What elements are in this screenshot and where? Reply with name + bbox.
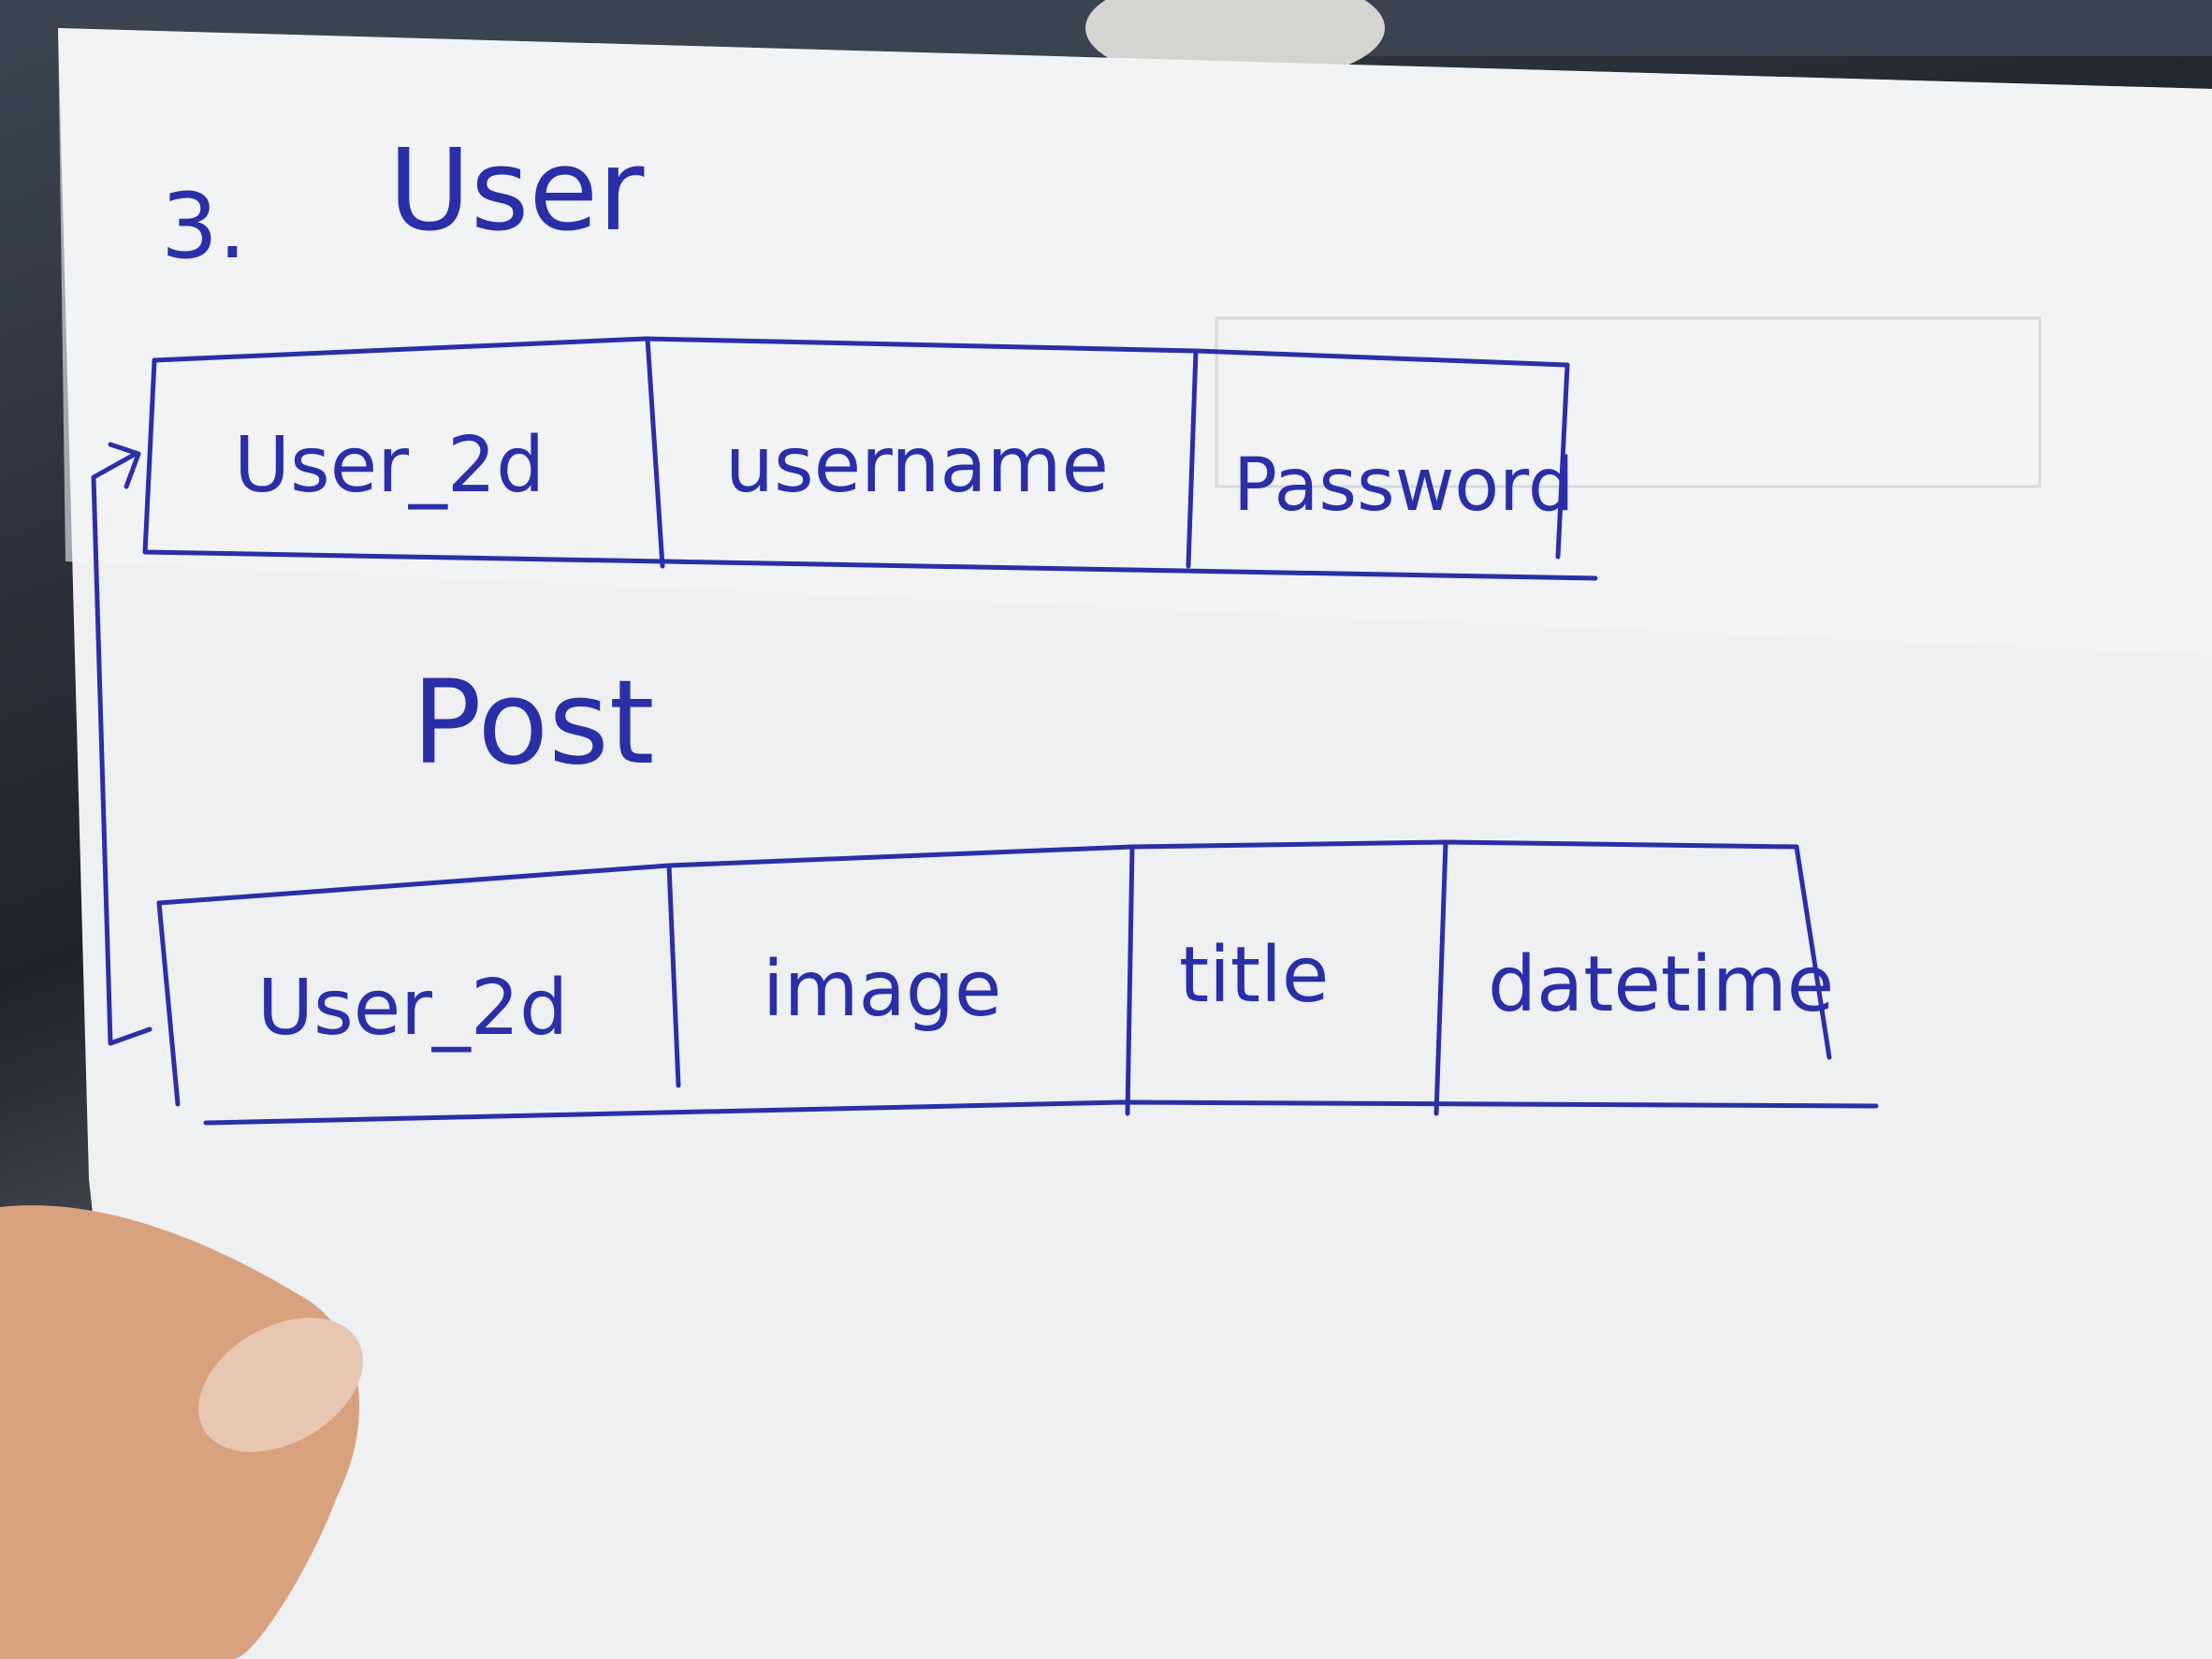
user-field-password: Password <box>1233 444 1574 528</box>
table-title-post: Post <box>412 656 654 791</box>
thumbnail <box>198 1317 363 1452</box>
post-table-divider <box>666 863 681 1088</box>
post-table: User_2d image title datetime <box>156 839 1879 1126</box>
relationship-arrowhead <box>108 442 141 489</box>
user-table-bottom-border <box>142 357 1598 581</box>
post-table-bottom-border <box>203 1099 1879 1126</box>
relationship-line <box>91 451 153 1046</box>
post-field-user-id: User_2d <box>257 964 568 1053</box>
post-table-divider <box>1433 839 1448 1116</box>
post-field-datetime: datetime <box>1488 940 1834 1029</box>
user-table-divider <box>645 336 665 569</box>
table-title-user: User <box>388 126 645 256</box>
user-table-divider <box>1186 348 1199 569</box>
user-table: User_2d username Password <box>142 336 1598 581</box>
paper-highlight <box>58 28 2212 655</box>
user-field-user-id: User_2d <box>234 421 545 510</box>
post-table-divider <box>1125 844 1135 1116</box>
user-table-top-border <box>152 336 1570 368</box>
post-table-right-border <box>1794 844 1832 1060</box>
section-number: 3. <box>161 174 247 279</box>
user-table-right-border <box>1555 362 1570 560</box>
post-field-title: title <box>1179 931 1329 1020</box>
post-field-image: image <box>763 945 1001 1034</box>
hand <box>0 1205 359 1659</box>
user-field-username: username <box>725 421 1109 510</box>
post-table-left-border <box>156 900 181 1107</box>
show-through-marks <box>1215 316 2042 488</box>
